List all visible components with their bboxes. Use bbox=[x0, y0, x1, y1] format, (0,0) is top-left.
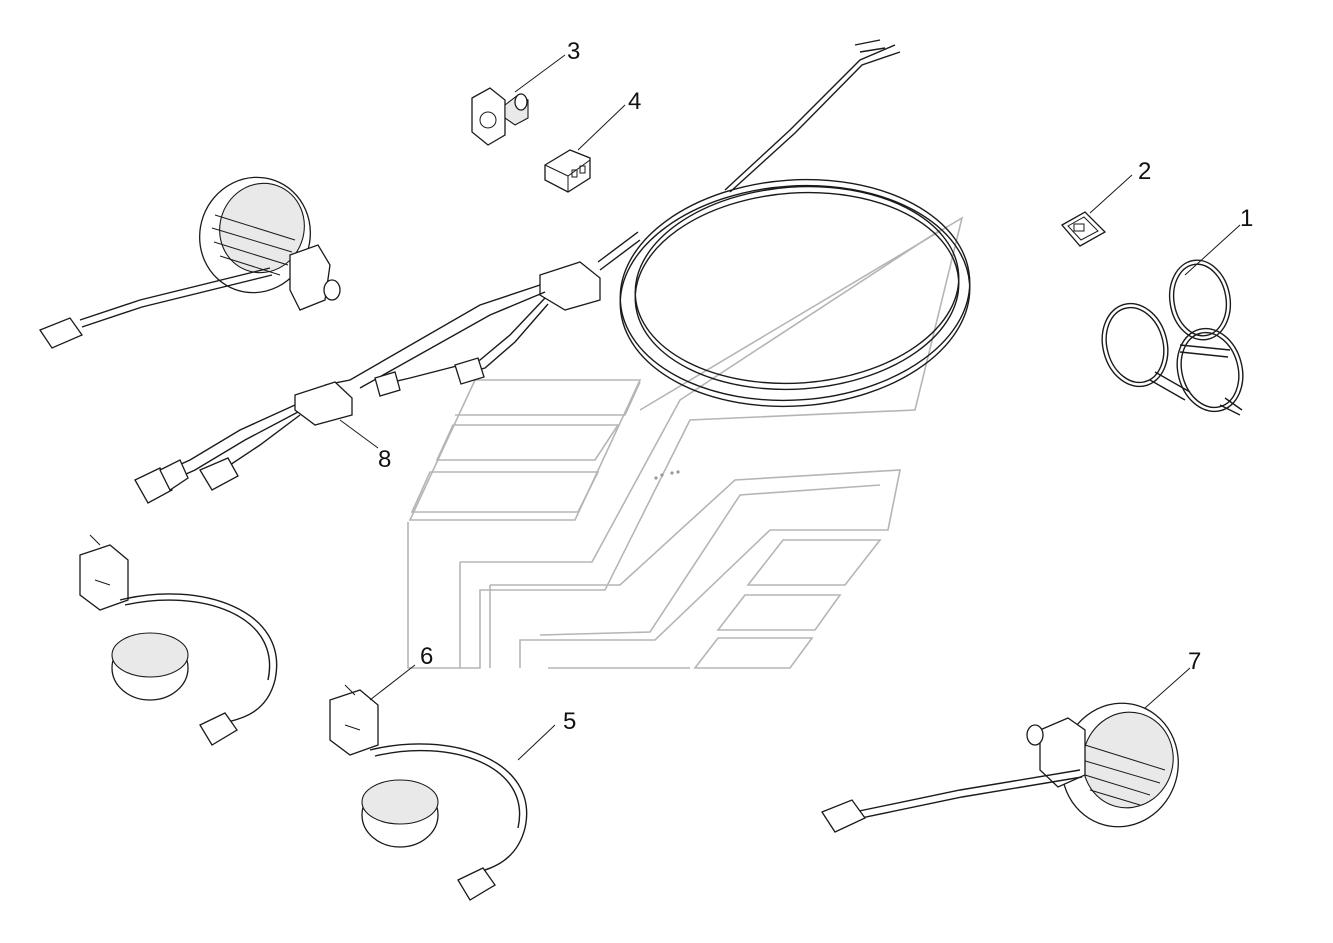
callout-8: 8 bbox=[378, 446, 392, 473]
switch bbox=[471, 87, 529, 146]
work-lamp bbox=[821, 702, 1179, 833]
callout-3: 3 bbox=[567, 38, 581, 65]
callout-1: 1 bbox=[1240, 205, 1254, 232]
leader-1 bbox=[1184, 224, 1241, 276]
leader-7 bbox=[1144, 667, 1191, 709]
rotating-beacon bbox=[329, 684, 528, 901]
connector-block bbox=[544, 149, 591, 193]
rotating-beacon-left bbox=[79, 534, 278, 746]
callout-5: 5 bbox=[563, 708, 577, 735]
work-lamp-top bbox=[39, 176, 341, 349]
watermark-logo bbox=[407, 216, 964, 669]
leader-8 bbox=[339, 419, 379, 449]
leader-3 bbox=[514, 54, 566, 93]
cable-ties bbox=[1101, 259, 1244, 416]
callout-2: 2 bbox=[1138, 158, 1152, 185]
wiring-harness bbox=[134, 39, 971, 504]
leader-6 bbox=[369, 664, 416, 701]
callout-4: 4 bbox=[628, 88, 642, 115]
leader-2 bbox=[1089, 174, 1133, 214]
leader-4 bbox=[577, 104, 626, 151]
callout-7: 7 bbox=[1188, 648, 1202, 675]
label-sticker bbox=[1060, 211, 1107, 247]
leader-5 bbox=[517, 724, 556, 761]
callout-6: 6 bbox=[420, 643, 434, 670]
